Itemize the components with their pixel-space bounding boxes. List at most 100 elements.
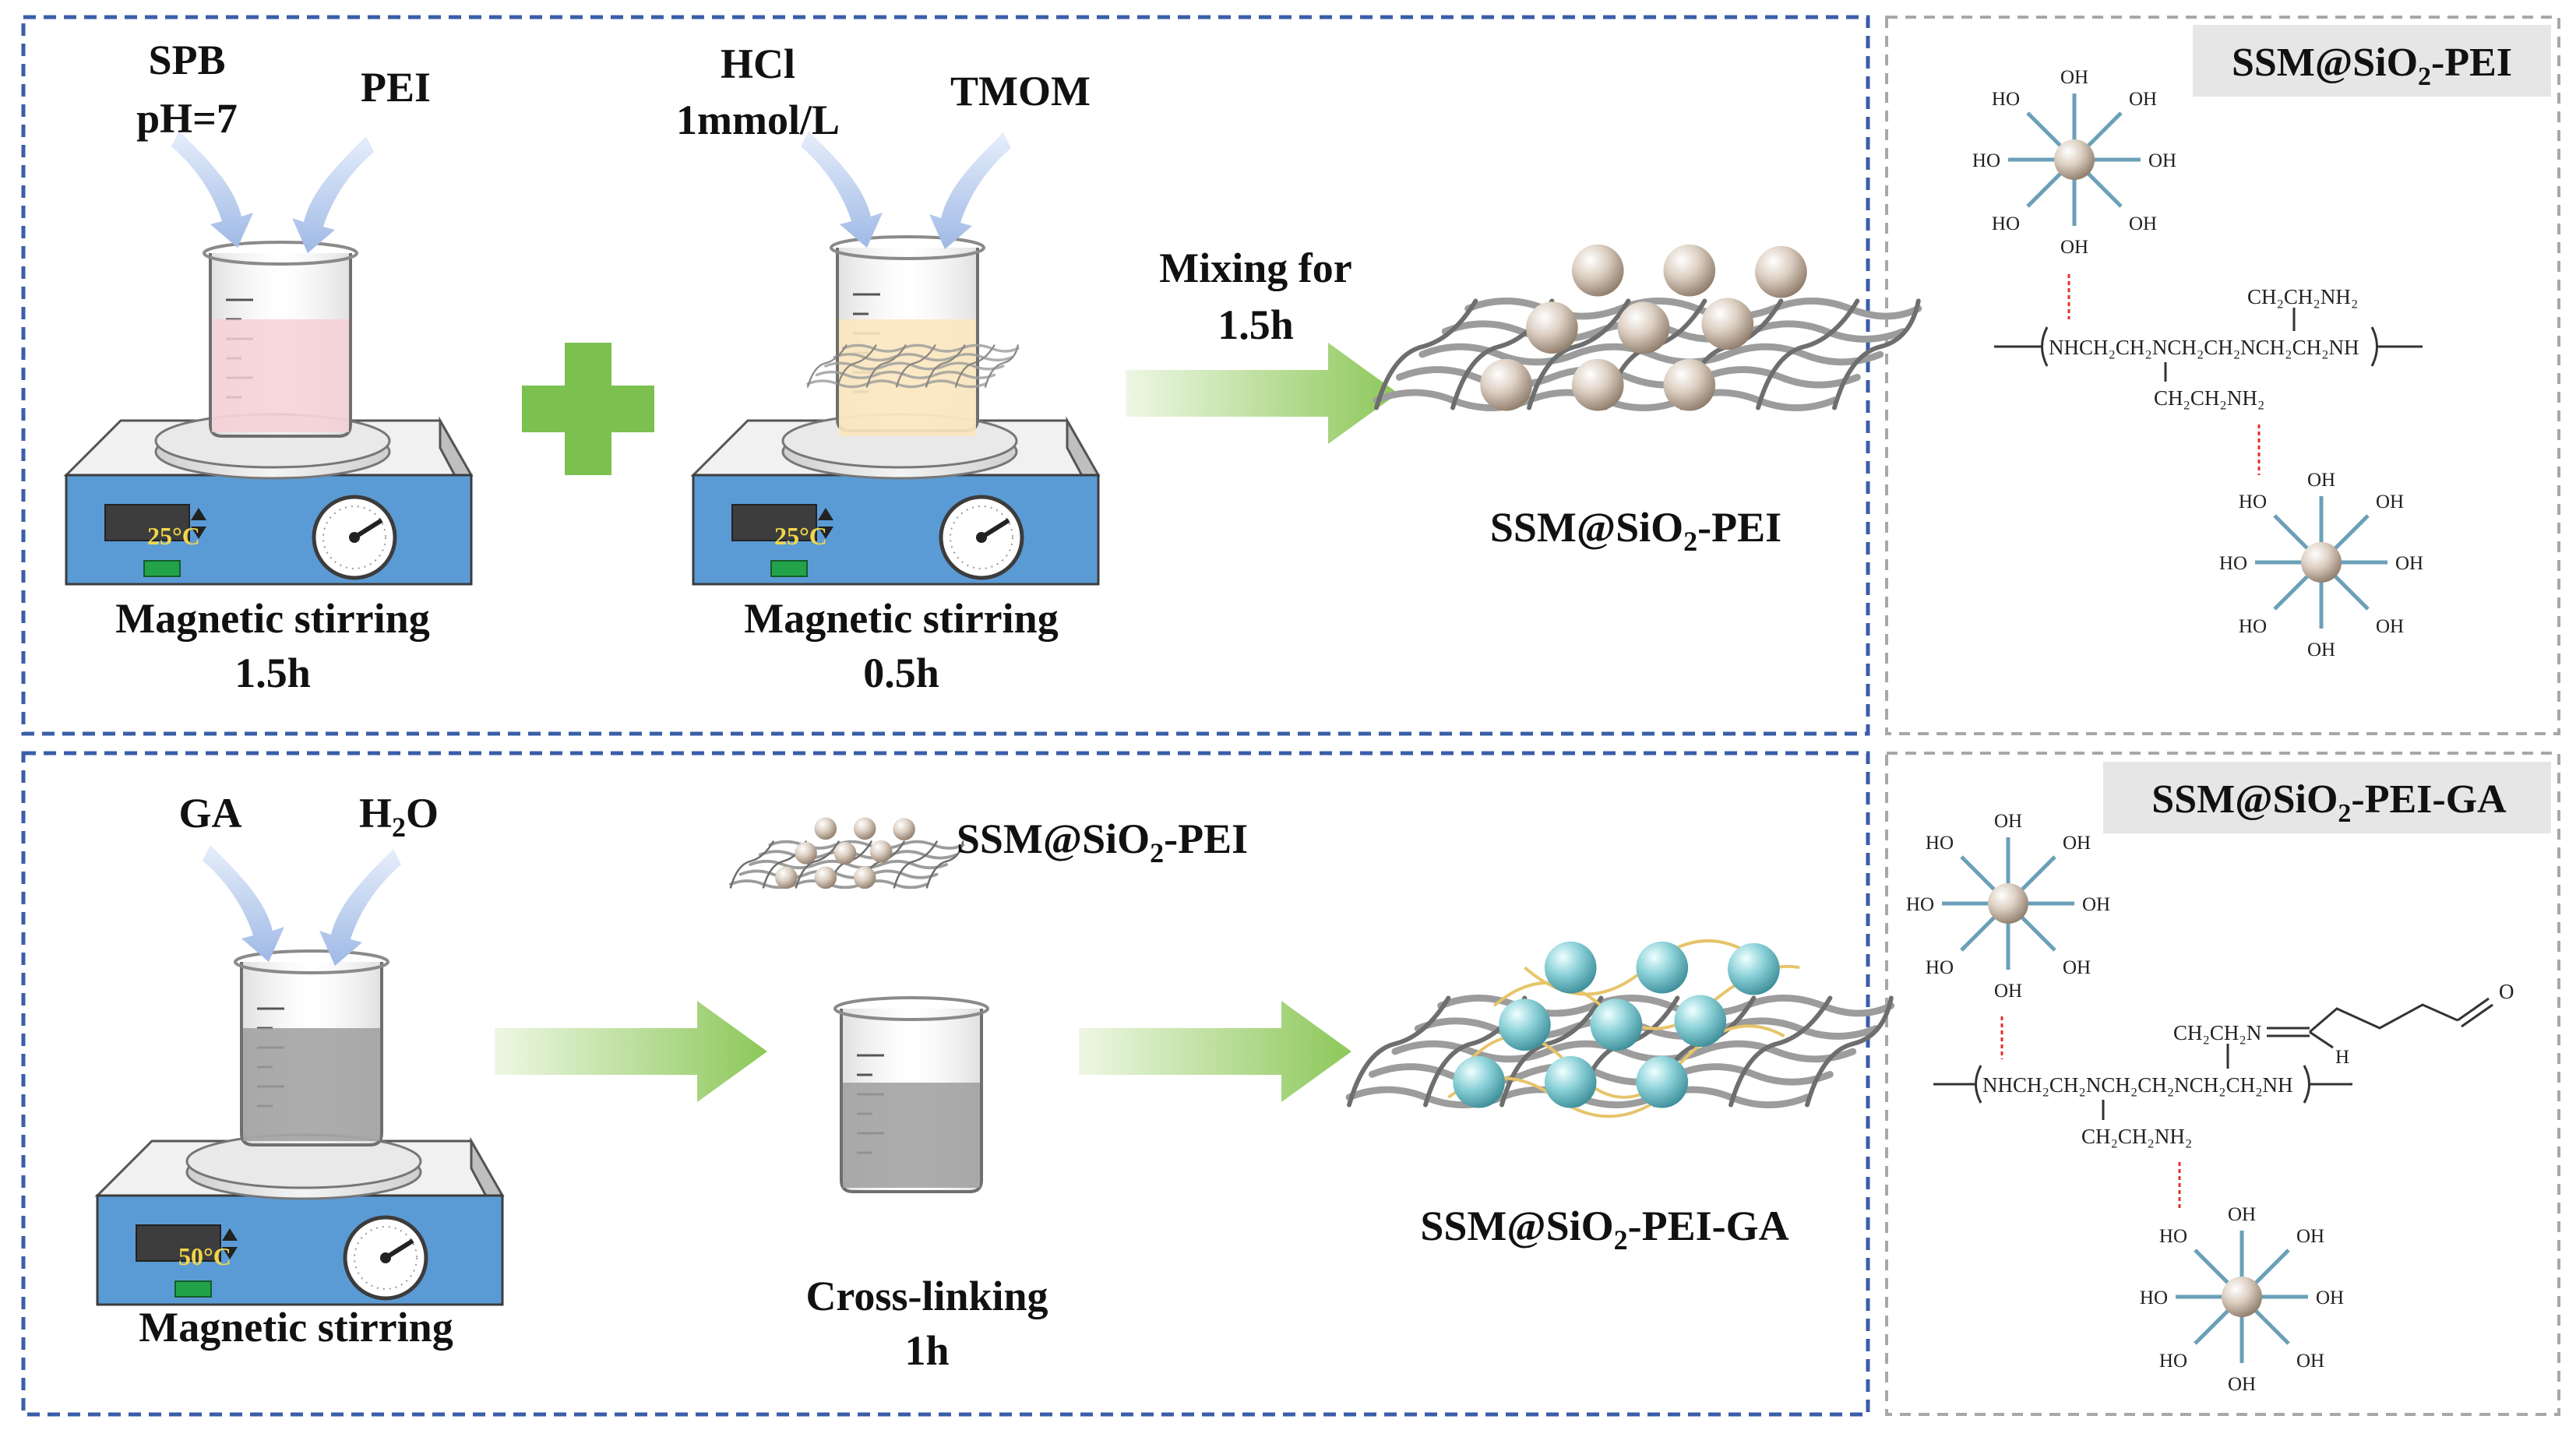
arrow-down-water-icon (319, 849, 401, 966)
crosslinked-spheres (1453, 941, 1780, 1108)
svg-text:HO: HO (2239, 491, 2267, 512)
svg-text:OH: OH (2307, 639, 2335, 660)
svg-text:CH₂CH₂NH₂: CH₂CH₂NH₂ (2154, 386, 2264, 410)
product-ga-label: SSM@SiO2-PEI-GA (1420, 1203, 1788, 1256)
svg-text:HO: HO (2239, 616, 2267, 637)
svg-text:OH: OH (2307, 470, 2335, 491)
beaker-3-setup: 50°C (97, 949, 502, 1305)
svg-text:OH: OH (2376, 491, 2404, 512)
svg-text:OH: OH (2228, 1374, 2256, 1395)
mixing-arrow-icon (1126, 343, 1398, 444)
svg-text:OH: OH (2082, 894, 2110, 915)
input-pei-label: SSM@SiO2-PEI (957, 815, 1248, 868)
reagent-hcl-concentration: 1mmol/L (676, 97, 840, 143)
title-ga: SSM@SiO2-PEI-GA (2151, 777, 2507, 828)
title-pei-background (2193, 25, 2551, 97)
title-ga-background (2103, 762, 2551, 833)
caption-time-2: 0.5h (863, 650, 939, 696)
caption-stirring-2: Magnetic stirring (744, 595, 1058, 642)
input-pei-mesh (729, 817, 965, 889)
svg-text:OH: OH (2063, 957, 2091, 978)
caption-time-1: 1.5h (234, 650, 311, 696)
arrow-down-ga-icon (203, 845, 284, 962)
beaker-1-solution (212, 319, 349, 432)
beaker-1-display: 25°C (147, 522, 200, 550)
beaker-2-display: 25°C (774, 522, 827, 550)
hydroxyl-sphere-top-2: OH OH OH HO OH OH HO HO (2219, 470, 2423, 660)
hydroxyl-sphere-bottom-1: OH OH OH HO OH OH HO HO (1906, 811, 2110, 1002)
caption-stirring-3: Magnetic stirring (139, 1304, 453, 1351)
beaker-2-setup: 25°C (693, 235, 1098, 584)
crosslink-solution (843, 1083, 980, 1188)
arrow-down-pei-icon (292, 136, 374, 253)
pei-chain-top: NHCH₂CH₂NCH₂CH₂NCH₂CH₂NH CH₂CH₂NH₂ CH₂CH… (1994, 285, 2423, 410)
product-ga-mesh (1349, 939, 1891, 1118)
svg-text:OH: OH (1994, 811, 2022, 832)
panel-bottom-left-border (21, 751, 1870, 1417)
reagent-spb: SPB (148, 37, 225, 83)
title-pei: SSM@SiO2-PEI (2232, 41, 2512, 91)
svg-text:CH₂CH₂NH₂: CH₂CH₂NH₂ (2081, 1125, 2192, 1148)
plus-icon (522, 343, 654, 475)
arrow-down-hcl-icon (801, 131, 883, 248)
svg-text:HO: HO (1992, 89, 2020, 110)
beaker-3-display: 50°C (178, 1242, 231, 1270)
hydroxyl-sphere-bottom-2: OH OH OH HO OH OH HO HO (2140, 1204, 2344, 1395)
beaker-1-setup: 25°C (66, 241, 471, 584)
svg-text:HO: HO (2140, 1287, 2168, 1308)
svg-text:HO: HO (1992, 213, 2020, 234)
svg-text:HO: HO (1906, 894, 1934, 915)
svg-text:OH: OH (2376, 616, 2404, 637)
mixing-time: 1.5h (1218, 301, 1294, 348)
svg-text:OH: OH (2148, 150, 2176, 171)
crosslink-time: 1h (904, 1327, 949, 1374)
reagent-tmom: TMOM (950, 68, 1091, 114)
svg-text:OH: OH (2228, 1204, 2256, 1225)
pei-ga-chain-bottom: NHCH₂CH₂NCH₂CH₂NCH₂CH₂NH CH₂CH₂N O H CH₂… (1933, 980, 2514, 1148)
svg-text:OH: OH (2296, 1351, 2324, 1372)
svg-text:OH: OH (2060, 67, 2088, 88)
svg-text:HO: HO (1926, 833, 1954, 854)
svg-text:OH: OH (1994, 981, 2022, 1002)
svg-text:NHCH₂CH₂NCH₂CH₂NCH₂CH₂NH: NHCH₂CH₂NCH₂CH₂NCH₂CH₂NH (1982, 1073, 2293, 1097)
svg-text:OH: OH (2395, 553, 2423, 574)
reagent-pei: PEI (361, 64, 431, 111)
svg-text:HO: HO (2159, 1351, 2187, 1372)
reagent-ga: GA (179, 790, 242, 837)
svg-text:CH₂CH₂N: CH₂CH₂N (2173, 1021, 2261, 1044)
svg-text:OH: OH (2063, 833, 2091, 854)
svg-text:OH: OH (2129, 89, 2157, 110)
arrow-to-ga-product-icon (1079, 1001, 1351, 1102)
reagent-hcl: HCl (721, 41, 795, 87)
hydroxyl-sphere-top-1: OH OH OH HO OH OH HO HO (1972, 67, 2176, 258)
svg-text:OH: OH (2129, 213, 2157, 234)
svg-text:OH: OH (2296, 1226, 2324, 1247)
product-pei-label: SSM@SiO2-PEI (1490, 504, 1781, 557)
mixing-label: Mixing for (1159, 245, 1351, 291)
svg-text:HO: HO (1972, 150, 2000, 171)
silica-spheres (1480, 244, 1807, 411)
svg-text:OH: OH (2316, 1287, 2344, 1308)
reagent-ph: pH=7 (136, 95, 238, 142)
reagent-water: H2O (359, 790, 439, 843)
svg-text:HO: HO (2219, 553, 2247, 574)
beaker-3-solution (243, 1028, 380, 1141)
panel-top-left-border (21, 15, 1870, 736)
crosslink-beaker (833, 996, 989, 1193)
caption-stirring-1: Magnetic stirring (115, 595, 429, 642)
crosslink-label: Cross-linking (805, 1273, 1048, 1319)
svg-text:NHCH₂CH₂NCH₂CH₂NCH₂CH₂NH: NHCH₂CH₂NCH₂CH₂NCH₂CH₂NH (2049, 336, 2359, 359)
svg-text:O: O (2499, 980, 2514, 1003)
panel-top-right-border (1885, 16, 2560, 735)
svg-text:HO: HO (2159, 1226, 2187, 1247)
svg-text:CH₂CH₂NH₂: CH₂CH₂NH₂ (2247, 285, 2358, 308)
arrow-down-tmom-icon (929, 132, 1011, 249)
svg-text:H: H (2335, 1047, 2349, 1068)
svg-text:HO: HO (1926, 957, 1954, 978)
svg-text:OH: OH (2060, 237, 2088, 258)
panel-bottom-right-border (1885, 752, 2560, 1416)
product-pei-mesh (1376, 244, 1919, 411)
arrow-down-spb-icon (171, 131, 253, 248)
arrow-to-crosslink-icon (495, 1001, 767, 1102)
